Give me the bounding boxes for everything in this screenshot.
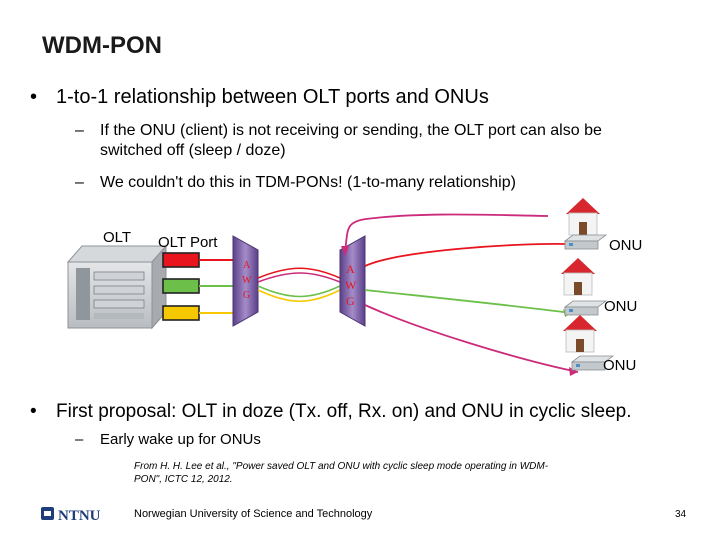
house-icon-3 xyxy=(563,315,597,353)
bullet-1: • 1-to-1 relationship between OLT ports a… xyxy=(30,86,489,109)
awg-multiplexer-2 xyxy=(339,235,366,327)
awg1-letter-a: A xyxy=(243,260,251,271)
dash-marker: – xyxy=(75,122,84,139)
bullet-marker: • xyxy=(30,86,38,108)
onu-device-icon-1 xyxy=(563,234,608,250)
bullet-2-text: First proposal: OLT in doze (Tx. off, Rx… xyxy=(56,401,632,422)
slide-title: WDM-PON xyxy=(42,32,162,59)
sub-bullet-1-text: If the ONU (client) is not receiving or … xyxy=(100,122,602,159)
ntnu-logo: NTNU xyxy=(41,507,101,523)
olt-label: OLT xyxy=(103,229,132,246)
awg-multiplexer-1 xyxy=(232,235,259,327)
awg2-letter-g: G xyxy=(346,294,355,308)
sub-bullet-3-text: Early wake up for ONUs xyxy=(100,431,261,448)
footer-university: Norwegian University of Science and Tech… xyxy=(134,508,373,520)
citation: From H. H. Lee et al., "Power saved OLT … xyxy=(134,461,549,485)
sub-bullet-3: – Early wake up for ONUs xyxy=(75,430,261,450)
olt-port-label: OLT Port xyxy=(158,234,218,251)
bullet-1-text: 1-to-1 relationship between OLT ports an… xyxy=(56,86,489,108)
onu-label-2: ONU xyxy=(604,298,638,315)
olt-port-red xyxy=(162,252,200,268)
onu-device-icon-2 xyxy=(563,300,608,316)
bullet-marker: • xyxy=(30,401,37,422)
page-number: 34 xyxy=(675,509,687,520)
onu-label-3: ONU xyxy=(603,357,637,374)
awg2-letter-a: A xyxy=(346,262,355,276)
sub-bullet-2: – We couldn't do this in TDM-PONs! (1-to… xyxy=(75,173,655,193)
house-icon-1 xyxy=(566,198,600,236)
olt-port-yellow xyxy=(162,305,200,321)
awg2-letter-w: W xyxy=(345,278,357,292)
awg1-letter-w: W xyxy=(242,275,252,286)
dash-marker: – xyxy=(75,431,84,448)
onu-device-icon-3 xyxy=(570,355,615,371)
ntnu-logo-text: NTNU xyxy=(58,508,101,523)
awg1-letter-g: G xyxy=(243,290,250,301)
olt-device-icon xyxy=(66,244,168,330)
bullet-2: • First proposal: OLT in doze (Tx. off, R… xyxy=(30,401,632,423)
sub-bullet-2-text: We couldn't do this in TDM-PONs! (1-to-m… xyxy=(100,174,516,191)
onu-label-1: ONU xyxy=(609,237,643,254)
house-icon-2 xyxy=(561,258,595,296)
olt-port-green xyxy=(162,278,200,294)
dash-marker: – xyxy=(75,174,84,191)
sub-bullet-1: – If the ONU (client) is not receiving o… xyxy=(75,121,655,161)
